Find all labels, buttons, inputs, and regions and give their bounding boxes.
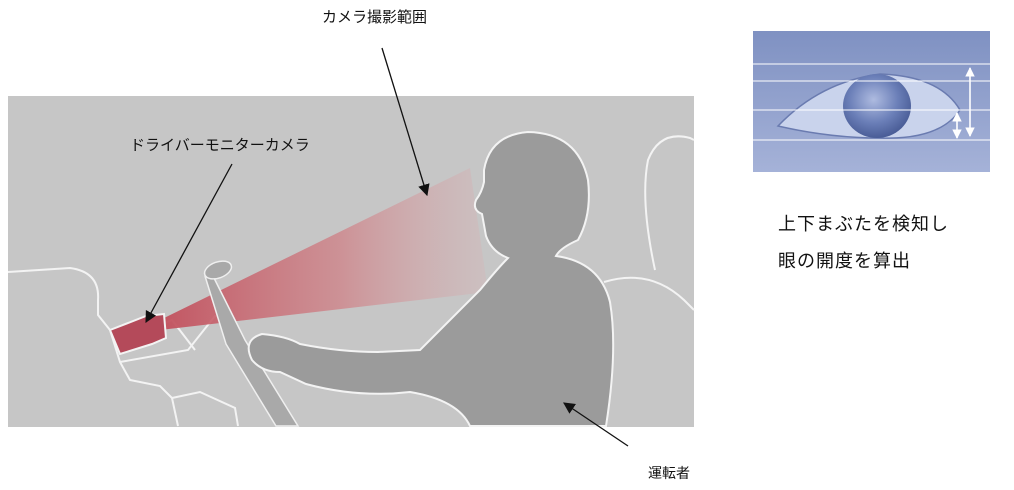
- camera-beam: [160, 168, 488, 330]
- seat-outline: [603, 135, 695, 311]
- label-eye-description-line1: 上下まぶたを検知し: [778, 214, 949, 235]
- eye-detection-inset: [753, 31, 990, 172]
- label-camera-range: カメラ撮影範囲: [322, 8, 428, 26]
- label-driver: 運転者: [648, 466, 690, 482]
- label-eye-description-line2: 眼の開度を算出: [778, 251, 911, 272]
- arrow-driver-monitor-camera: [145, 163, 233, 324]
- arrow-camera-range: [381, 47, 430, 197]
- arrow-driver: [563, 402, 629, 447]
- label-driver-monitor-camera: ドライバーモニターカメラ: [130, 136, 310, 154]
- steering-wheel-top: [203, 260, 233, 280]
- driver-silhouette: [247, 130, 615, 427]
- eye-iris: [843, 74, 911, 138]
- dashboard-outline: [7, 266, 239, 427]
